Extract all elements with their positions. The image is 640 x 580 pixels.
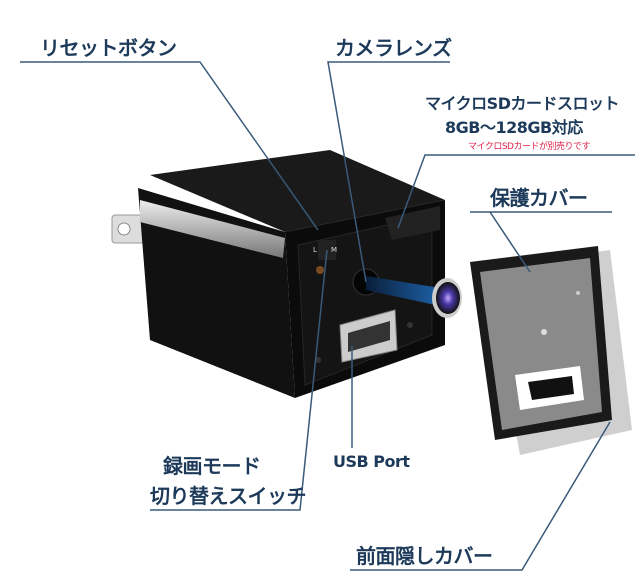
- leader-lines: [20, 61, 635, 571]
- indicator-led: [316, 266, 324, 274]
- label-mode-switch-line1: 録画モード: [163, 454, 261, 478]
- lens-module: [432, 278, 462, 318]
- label-camera-lens: カメラレンズ: [335, 36, 452, 60]
- sd-card: [385, 206, 440, 240]
- label-mode-switch-line2: 切り替えスイッチ: [150, 484, 307, 508]
- label-protective-cover: 保護カバー: [490, 186, 588, 210]
- switch-label-m: M: [331, 246, 337, 254]
- label-front-cover: 前面隠しカバー: [356, 544, 493, 568]
- label-sd-note: マイクロSDカードが別売りです: [468, 142, 590, 152]
- label-sd-slot: マイクロSDカードスロット: [425, 94, 620, 113]
- plug-prong: [111, 214, 145, 244]
- label-usb-port: USB Port: [333, 452, 410, 471]
- protective-cover: [470, 246, 632, 455]
- switch-label-l: L: [313, 246, 317, 254]
- label-sd-capacity: 8GB～128GB対応: [445, 118, 583, 137]
- camera-charger-body: L M: [138, 150, 445, 398]
- label-reset-button: リセットボタン: [40, 36, 177, 60]
